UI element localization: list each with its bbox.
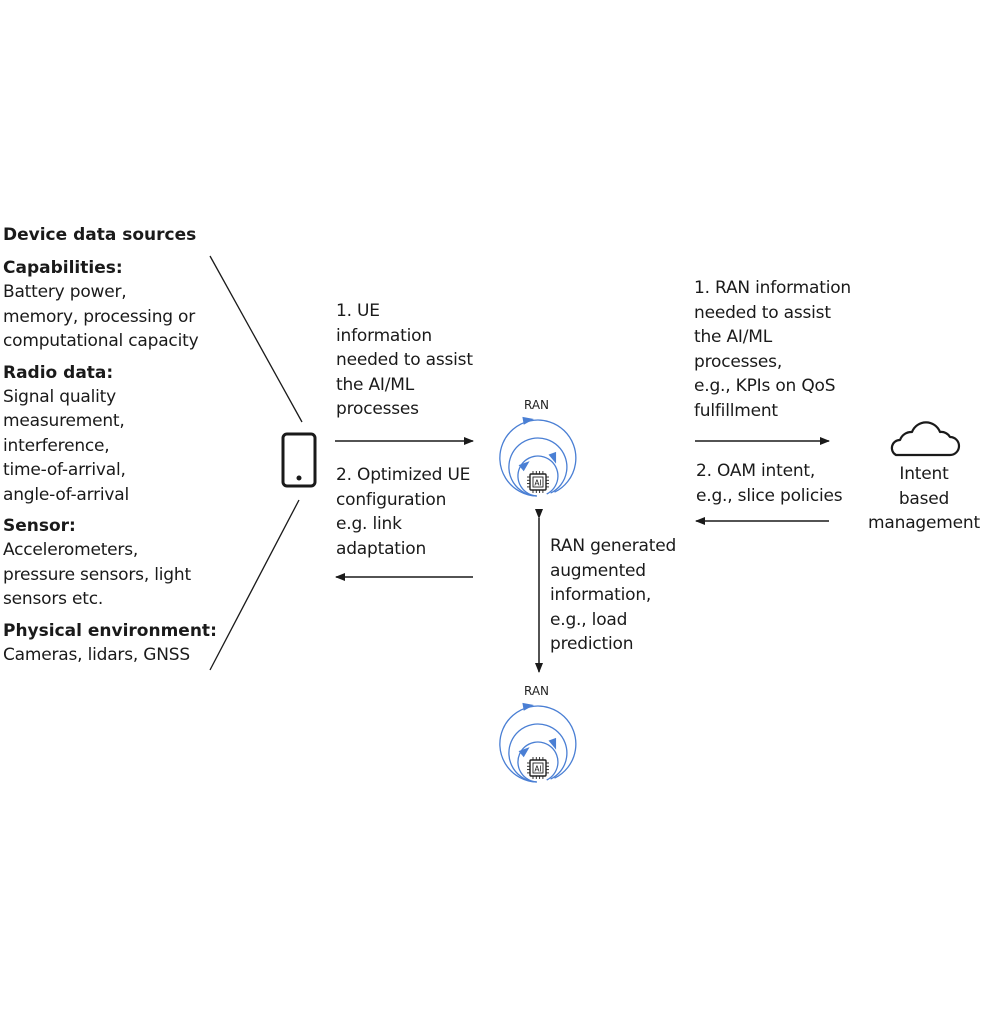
ran-arc xyxy=(517,741,559,783)
ran-node-2: AI xyxy=(499,702,577,783)
ue-downlink-label: 2. Optimized UE configuration e.g. link … xyxy=(336,465,471,559)
ai-chip-icon: AI xyxy=(527,471,549,493)
ran-arrowhead xyxy=(548,451,557,464)
section-radio-data: Radio data: Signal quality measurement, … xyxy=(3,361,233,508)
ran-label: RAN xyxy=(524,684,550,698)
ran-arrowhead xyxy=(522,702,534,711)
oam-downlink-label: 2. OAM intent, e.g., slice policies xyxy=(696,461,843,506)
section-heading: Capabilities: xyxy=(3,258,123,278)
section-body: Cameras, lidars, GNSS xyxy=(3,644,190,665)
ran-arc xyxy=(517,455,559,497)
device-data-sources-title: Device data sources xyxy=(3,225,197,245)
ue-uplink-label: 1. UE information needed to assist the A… xyxy=(336,301,473,419)
section-heading: Sensor: xyxy=(3,516,76,536)
ran-arrowhead xyxy=(518,461,530,472)
section-body: Battery power, memory, processing or com… xyxy=(3,282,199,351)
phone-icon xyxy=(281,432,317,488)
section-sensor: Sensor: Accelerometers, pressure sensors… xyxy=(3,514,233,612)
section-physical-environment: Physical environment: Cameras, lidars, G… xyxy=(3,619,233,668)
ran-arrowhead xyxy=(548,737,557,750)
section-capabilities: Capabilities: Battery power, memory, pro… xyxy=(3,256,233,354)
ran-arc xyxy=(508,723,568,783)
oam-uplink-label: 1. RAN information needed to assist the … xyxy=(694,278,852,421)
bracket-line-top xyxy=(209,255,303,423)
ai-chip-label: AI xyxy=(534,765,541,774)
ran-arrowhead xyxy=(522,416,534,425)
section-heading: Physical environment: xyxy=(3,620,217,641)
ran-node-1: AI xyxy=(499,416,577,497)
bracket-line-bottom xyxy=(209,499,300,671)
ran-arc xyxy=(508,437,568,497)
ran-ran-label: RAN generated augmented information, e.g… xyxy=(550,536,677,654)
section-body: Signal quality measurement, interference… xyxy=(3,386,130,505)
device-data-sources-panel: Device data sources Capabilities: Batter… xyxy=(3,223,233,674)
section-heading: Radio data: xyxy=(3,362,114,383)
ran-label: RAN xyxy=(524,398,550,412)
section-body: Accelerometers, pressure sensors, light … xyxy=(3,540,191,609)
ai-chip-icon: AI xyxy=(527,757,549,779)
management-label: Intent based management xyxy=(868,464,980,533)
cloud-icon xyxy=(890,421,961,457)
ai-chip-label: AI xyxy=(534,479,541,488)
ran-arrowhead xyxy=(518,747,530,758)
